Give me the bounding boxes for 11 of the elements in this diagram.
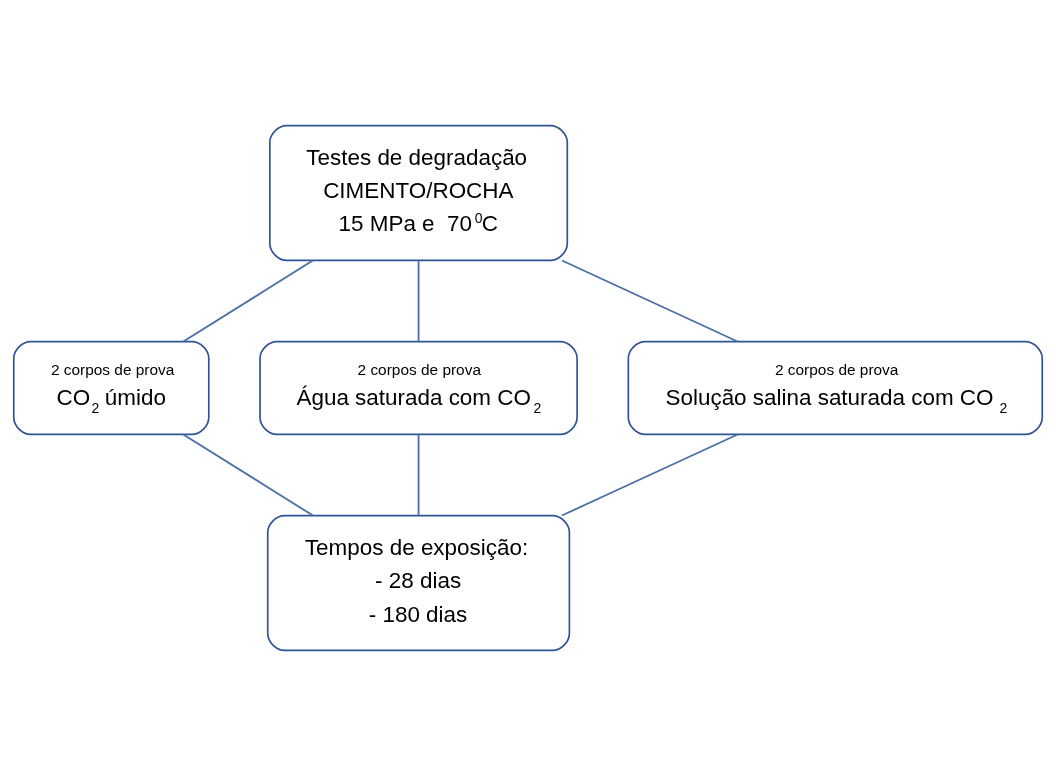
node-box: Testes de degradação CIMENTO/ROCHA 15 MPa e 70$^{0}$C (269, 124, 569, 262)
node-box: 2 corpos de prova Água saturada com CO$_{2}$ (259, 340, 578, 436)
connector (561, 259, 739, 343)
connector (417, 259, 420, 343)
connector (182, 433, 314, 517)
node-box: 2 corpos de prova Solução salina saturada com CO$_{2}$ (627, 340, 1044, 436)
node-box: Tempos de exposição: - 28 dias - 180 dias (266, 514, 571, 652)
node-box: 2 corpos de prova CO$_{2}$ úmido (12, 340, 210, 436)
connector (417, 433, 420, 517)
connector (182, 259, 314, 343)
connector (560, 433, 739, 517)
